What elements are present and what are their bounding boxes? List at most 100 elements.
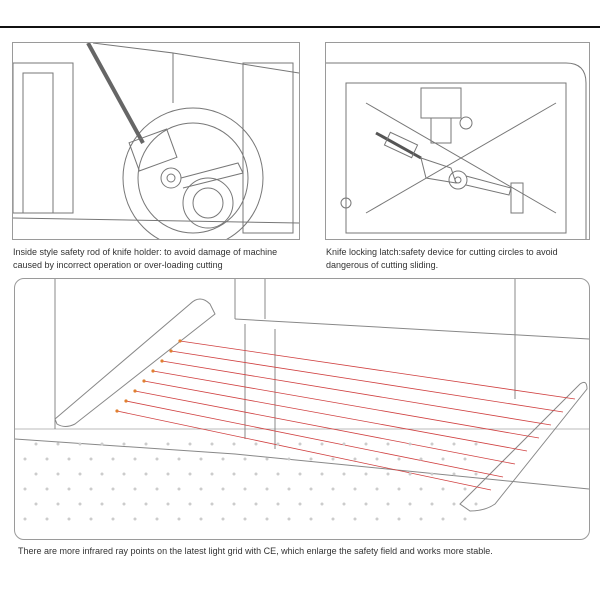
table-air-hole — [188, 472, 192, 476]
table-air-hole — [353, 487, 357, 491]
table-air-hole — [243, 457, 247, 461]
table-air-hole — [111, 517, 115, 521]
table-air-hole — [320, 442, 324, 446]
infrared-ray — [179, 340, 576, 400]
infrared-ray — [125, 400, 504, 478]
ray-emitter-point — [160, 359, 164, 363]
infrared-ray — [152, 370, 540, 439]
table-air-hole — [254, 442, 258, 446]
table-air-hole — [78, 502, 82, 506]
infrared-ray — [116, 410, 492, 491]
table-air-hole — [331, 457, 335, 461]
table-air-hole — [419, 457, 423, 461]
table-air-hole — [452, 502, 456, 506]
table-air-hole — [221, 517, 225, 521]
table-air-hole — [397, 517, 401, 521]
table-air-hole — [463, 517, 467, 521]
table-air-hole — [78, 442, 82, 446]
table-air-hole — [166, 502, 170, 506]
table-air-hole — [342, 472, 346, 476]
table-air-hole — [254, 472, 258, 476]
table-air-hole — [265, 517, 269, 521]
table-air-hole — [188, 442, 192, 446]
table-air-hole — [364, 472, 368, 476]
table-air-hole — [177, 487, 181, 491]
table-air-hole — [320, 502, 324, 506]
table-air-hole — [397, 457, 401, 461]
table-air-hole — [56, 502, 60, 506]
ray-emitter-point — [124, 399, 128, 403]
table-air-hole — [353, 457, 357, 461]
table-air-hole — [287, 457, 291, 461]
table-air-hole — [408, 502, 412, 506]
table-air-hole — [309, 517, 313, 521]
infrared-ray — [161, 360, 552, 426]
table-air-hole — [155, 457, 159, 461]
table-air-hole — [375, 517, 379, 521]
table-air-hole — [265, 457, 269, 461]
ray-emitter-point — [151, 369, 155, 373]
table-air-hole — [45, 457, 49, 461]
table-air-hole — [232, 472, 236, 476]
table-air-hole — [320, 472, 324, 476]
table-air-hole — [419, 517, 423, 521]
table-air-hole — [188, 502, 192, 506]
table-air-hole — [232, 502, 236, 506]
table-air-hole — [122, 442, 126, 446]
locking-latch-illustration — [325, 42, 590, 240]
table-air-hole — [23, 487, 27, 491]
table-air-hole — [463, 457, 467, 461]
table-air-hole — [67, 517, 71, 521]
table-air-hole — [342, 502, 346, 506]
table-air-hole — [353, 517, 357, 521]
top-rule — [0, 26, 600, 28]
light-grid-illustration — [14, 278, 590, 540]
table-air-hole — [199, 487, 203, 491]
table-air-hole — [309, 457, 313, 461]
table-air-hole — [408, 472, 412, 476]
table-air-hole — [23, 517, 27, 521]
table-air-hole — [56, 442, 60, 446]
table-air-hole — [298, 472, 302, 476]
table-air-hole — [243, 487, 247, 491]
table-air-hole — [111, 457, 115, 461]
table-air-hole — [331, 487, 335, 491]
table-air-hole — [265, 487, 269, 491]
knife-holder-caption: Inside style safety rod of knife holder:… — [13, 247, 278, 270]
table-air-hole — [144, 502, 148, 506]
table-air-hole — [177, 517, 181, 521]
table-air-hole — [386, 472, 390, 476]
table-air-hole — [276, 442, 280, 446]
infrared-ray — [134, 390, 516, 465]
table-air-hole — [34, 472, 38, 476]
ray-emitter-point — [169, 349, 173, 353]
table-air-hole — [89, 517, 93, 521]
table-air-hole — [199, 457, 203, 461]
table-air-hole — [232, 442, 236, 446]
table-air-hole — [276, 472, 280, 476]
table-air-hole — [166, 442, 170, 446]
table-air-hole — [364, 442, 368, 446]
table-air-hole — [144, 442, 148, 446]
light-grid-caption: There are more infrared ray points on th… — [18, 546, 493, 556]
table-air-hole — [243, 517, 247, 521]
table-air-hole — [133, 487, 137, 491]
table-air-hole — [89, 457, 93, 461]
table-air-hole — [342, 442, 346, 446]
table-air-hole — [386, 442, 390, 446]
table-air-hole — [298, 442, 302, 446]
table-air-hole — [430, 442, 434, 446]
table-air-hole — [133, 457, 137, 461]
table-air-hole — [67, 487, 71, 491]
table-air-hole — [100, 502, 104, 506]
table-air-hole — [419, 487, 423, 491]
table-air-hole — [474, 442, 478, 446]
table-air-hole — [56, 472, 60, 476]
infrared-ray — [170, 350, 564, 413]
table-air-hole — [100, 442, 104, 446]
table-air-hole — [67, 457, 71, 461]
table-air-hole — [452, 442, 456, 446]
table-air-hole — [408, 442, 412, 446]
table-air-hole — [221, 487, 225, 491]
table-air-hole — [441, 487, 445, 491]
